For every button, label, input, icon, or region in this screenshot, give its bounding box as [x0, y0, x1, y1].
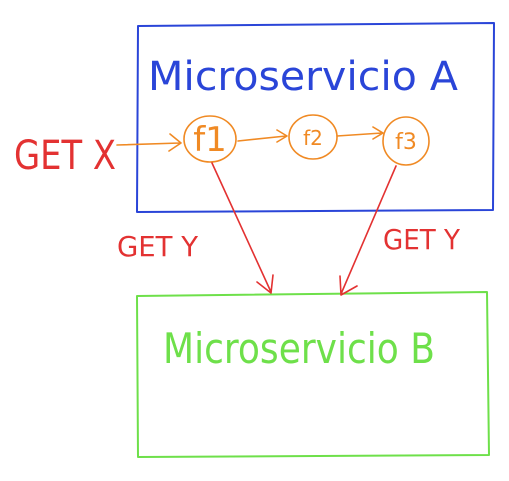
arrow-f1-to-service-b — [211, 162, 274, 294]
service-b-label: Microservicio B — [163, 324, 435, 373]
service-a-border — [136, 22, 495, 213]
arrow-f3-to-service-b — [339, 165, 397, 296]
incoming-arrow — [116, 133, 182, 152]
service-b-border — [136, 291, 490, 458]
outgoing-request-from-f3: GET Y — [339, 165, 461, 296]
arrow-f2-f3 — [336, 126, 384, 140]
function-circle — [288, 114, 338, 160]
function-label: f3 — [395, 130, 417, 155]
function-node-f1: f1 — [183, 115, 237, 163]
outgoing-request-label: GET Y — [383, 223, 461, 256]
function-circle — [183, 115, 237, 163]
function-node-f3: f3 — [382, 116, 430, 166]
incoming-request-label: GET X — [14, 133, 116, 179]
outgoing-request-from-f1: GET Y — [117, 162, 274, 294]
service-a: Microservicio A — [136, 22, 495, 213]
function-node-f2: f2 — [288, 114, 338, 160]
incoming-request: GET X — [14, 133, 182, 179]
service-a-label: Microservicio A — [148, 54, 459, 100]
function-label: f2 — [303, 126, 323, 150]
service-b: Microservicio B — [136, 291, 490, 458]
function-label: f1 — [193, 120, 227, 160]
outgoing-request-label: GET Y — [117, 230, 199, 263]
arrow-f1-f2 — [237, 129, 288, 143]
function-circle — [382, 116, 430, 166]
